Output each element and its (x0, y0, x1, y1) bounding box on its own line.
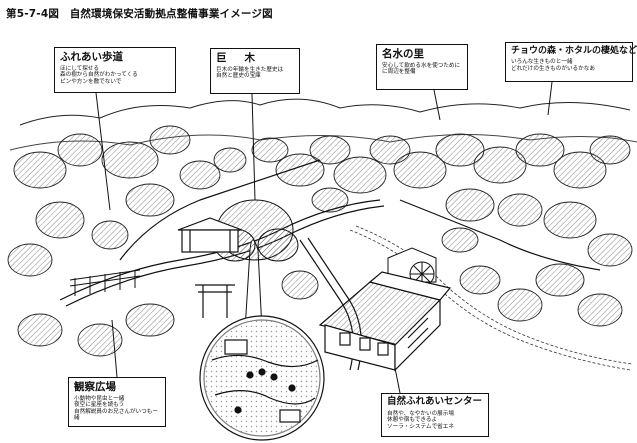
callout-title: 観察広場 (74, 381, 116, 393)
observation-plaza-inset (199, 315, 325, 441)
callout-kansatsu: 観察広場 小動物や昆虫と一緒 夜空に星座を読もう 自然解説員のお兄さんがいつもー… (68, 377, 166, 427)
tree-canopy (91, 220, 129, 250)
tree-canopy (35, 201, 85, 239)
tree-canopy (13, 151, 67, 189)
callout-center: 自然ふれあいセンター 自然や、なやかいの展示場 休憩や宿もできるよ ソーラ・シス… (381, 393, 489, 437)
left-plaza-fence (69, 269, 141, 296)
tree-canopy (587, 233, 633, 267)
tree-canopy (251, 137, 289, 163)
callout-text: いろんな生きものと一緒 どれだけの生きものがいるかなあ (511, 59, 595, 72)
tree-canopy (17, 313, 63, 347)
callout-text: ほにして探せる 森の樹から自然がわかってくる ピンや方ンを敷でないで (60, 66, 138, 85)
tree-canopy (213, 147, 247, 173)
callout-kyoboku: 巨木 巨木の年輪を生きた歴史は 自然と歴史の宝庫 (210, 48, 300, 94)
tree-canopy (445, 188, 495, 222)
tree-canopy (435, 133, 485, 167)
tree-canopy (179, 160, 221, 190)
tree-canopy (311, 187, 349, 213)
tree-canopy (441, 227, 479, 253)
callout-fureai-hodo: ふれあい歩道 ほにして探せる 森の樹から自然がわかってくる ピンや方ンを敷でない… (54, 47, 176, 93)
tree-canopy (77, 323, 123, 357)
callout-title: ふれあい歩道 (60, 51, 123, 63)
callout-text: 自然や、なやかいの展示場 休憩や宿もできるよ ソーラ・システムで省エネ (387, 410, 454, 430)
tree-canopy (125, 303, 175, 337)
tree-canopy (535, 263, 585, 297)
tree-canopy (57, 133, 103, 167)
tree-canopy (309, 135, 351, 165)
tree-canopy (281, 270, 319, 300)
tree-canopy (497, 288, 543, 322)
tree-canopy (7, 243, 53, 277)
tree-canopy (275, 153, 325, 187)
callout-text: 小動物や昆虫と一緒 夜空に星座を読もう 自然解説員のお兄さんがいつもー緒 (74, 396, 158, 422)
callout-title: 巨木 (216, 52, 273, 64)
tree-canopy (101, 141, 159, 179)
callout-title: 自然ふれあいセンター (387, 396, 483, 407)
callout-text: 巨木の年輪を生きた歴史は 自然と歴史の宝庫 (216, 67, 284, 80)
tree-canopy (515, 133, 565, 167)
tree-canopy (333, 156, 387, 194)
callout-text: 安心して飲める水を使つために に周辺を整備 (382, 63, 461, 76)
tree-canopy (577, 293, 623, 327)
callout-title: チョウの森・ホタルの棲処など (511, 46, 637, 56)
forest-canopy (7, 125, 633, 357)
callout-chou-hotaru: チョウの森・ホタルの棲処など いろんな生きものと一緒 どれだけの生きものがいるか… (505, 42, 637, 82)
tree-canopy (497, 193, 543, 227)
figure-title: 第5-7-4図 自然環境保安活動拠点整備事業イメージ図 (6, 8, 273, 20)
tree-canopy (125, 183, 175, 217)
tree-canopy (369, 135, 411, 165)
callout-title: 名水の里 (382, 48, 424, 60)
tree-canopy (473, 146, 527, 184)
nature-center-building (318, 271, 452, 372)
tree-canopy (553, 151, 607, 189)
tree-canopy (543, 201, 597, 239)
callout-leader-lines (95, 81, 553, 394)
stream (349, 225, 633, 371)
shrine-gate (177, 217, 243, 318)
tree-canopy (149, 125, 191, 155)
callout-meisui: 名水の里 安心して飲める水を使つために に周辺を整備 (376, 44, 468, 90)
tree-canopy (393, 151, 447, 189)
tree-canopy (589, 135, 631, 165)
tree-canopy (459, 265, 501, 295)
